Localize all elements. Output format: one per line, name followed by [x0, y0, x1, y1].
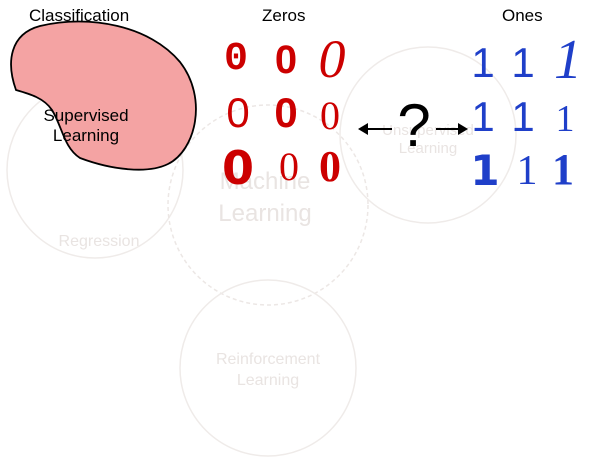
zero-digit: 0 [223, 37, 248, 82]
supervised-line1: Supervised [43, 106, 129, 125]
zero-digit: 0 [319, 142, 341, 191]
one-digit: 1 [511, 93, 535, 140]
reinforcement-label-line1: Reinforcement [215, 351, 321, 368]
classification-shape [10, 20, 197, 171]
classification-header: Classification [29, 6, 130, 25]
one-digit: 1 [470, 146, 500, 195]
ml-circle [167, 104, 369, 306]
one-digit: 1 [471, 39, 495, 86]
supervised-line2: Learning [52, 126, 120, 146]
question-mark: ? [397, 92, 431, 159]
zero-digit: 0 [274, 89, 298, 136]
zero-digit: 0 [320, 93, 340, 138]
zeros-header: Zeros [262, 6, 306, 25]
regression-label: Regression [58, 233, 140, 250]
one-digit: 1 [511, 39, 535, 86]
one-digit: 1 [555, 98, 575, 140]
left-arrow-icon [358, 123, 392, 135]
ml-label-line2: Learning [218, 200, 312, 227]
reinforcement-circle [179, 279, 357, 457]
unsupervised-circle [339, 46, 517, 224]
right-arrow-icon [436, 123, 468, 135]
one-digit: 1 [554, 29, 582, 91]
unsupervised-label-line2: Learning [398, 140, 458, 157]
one-digit: 1 [552, 145, 574, 194]
zero-digit: 0 [221, 141, 254, 195]
reinforcement-label-line2: Learning [236, 372, 300, 389]
unsupervised-label-line1: Unsupervised [382, 122, 474, 139]
ones-header: Ones [502, 6, 543, 25]
one-digit: 1 [516, 148, 538, 194]
zero-digit: 0 [274, 38, 298, 82]
zero-digit: 0 [279, 144, 299, 189]
zero-digit: 0 [318, 29, 346, 89]
one-digit: 1 [471, 93, 495, 140]
ml-label-line1: Machine [219, 168, 311, 195]
supervised-learning-label: Supervised Learning [34, 106, 138, 147]
zero-digit: 0 [226, 89, 250, 136]
